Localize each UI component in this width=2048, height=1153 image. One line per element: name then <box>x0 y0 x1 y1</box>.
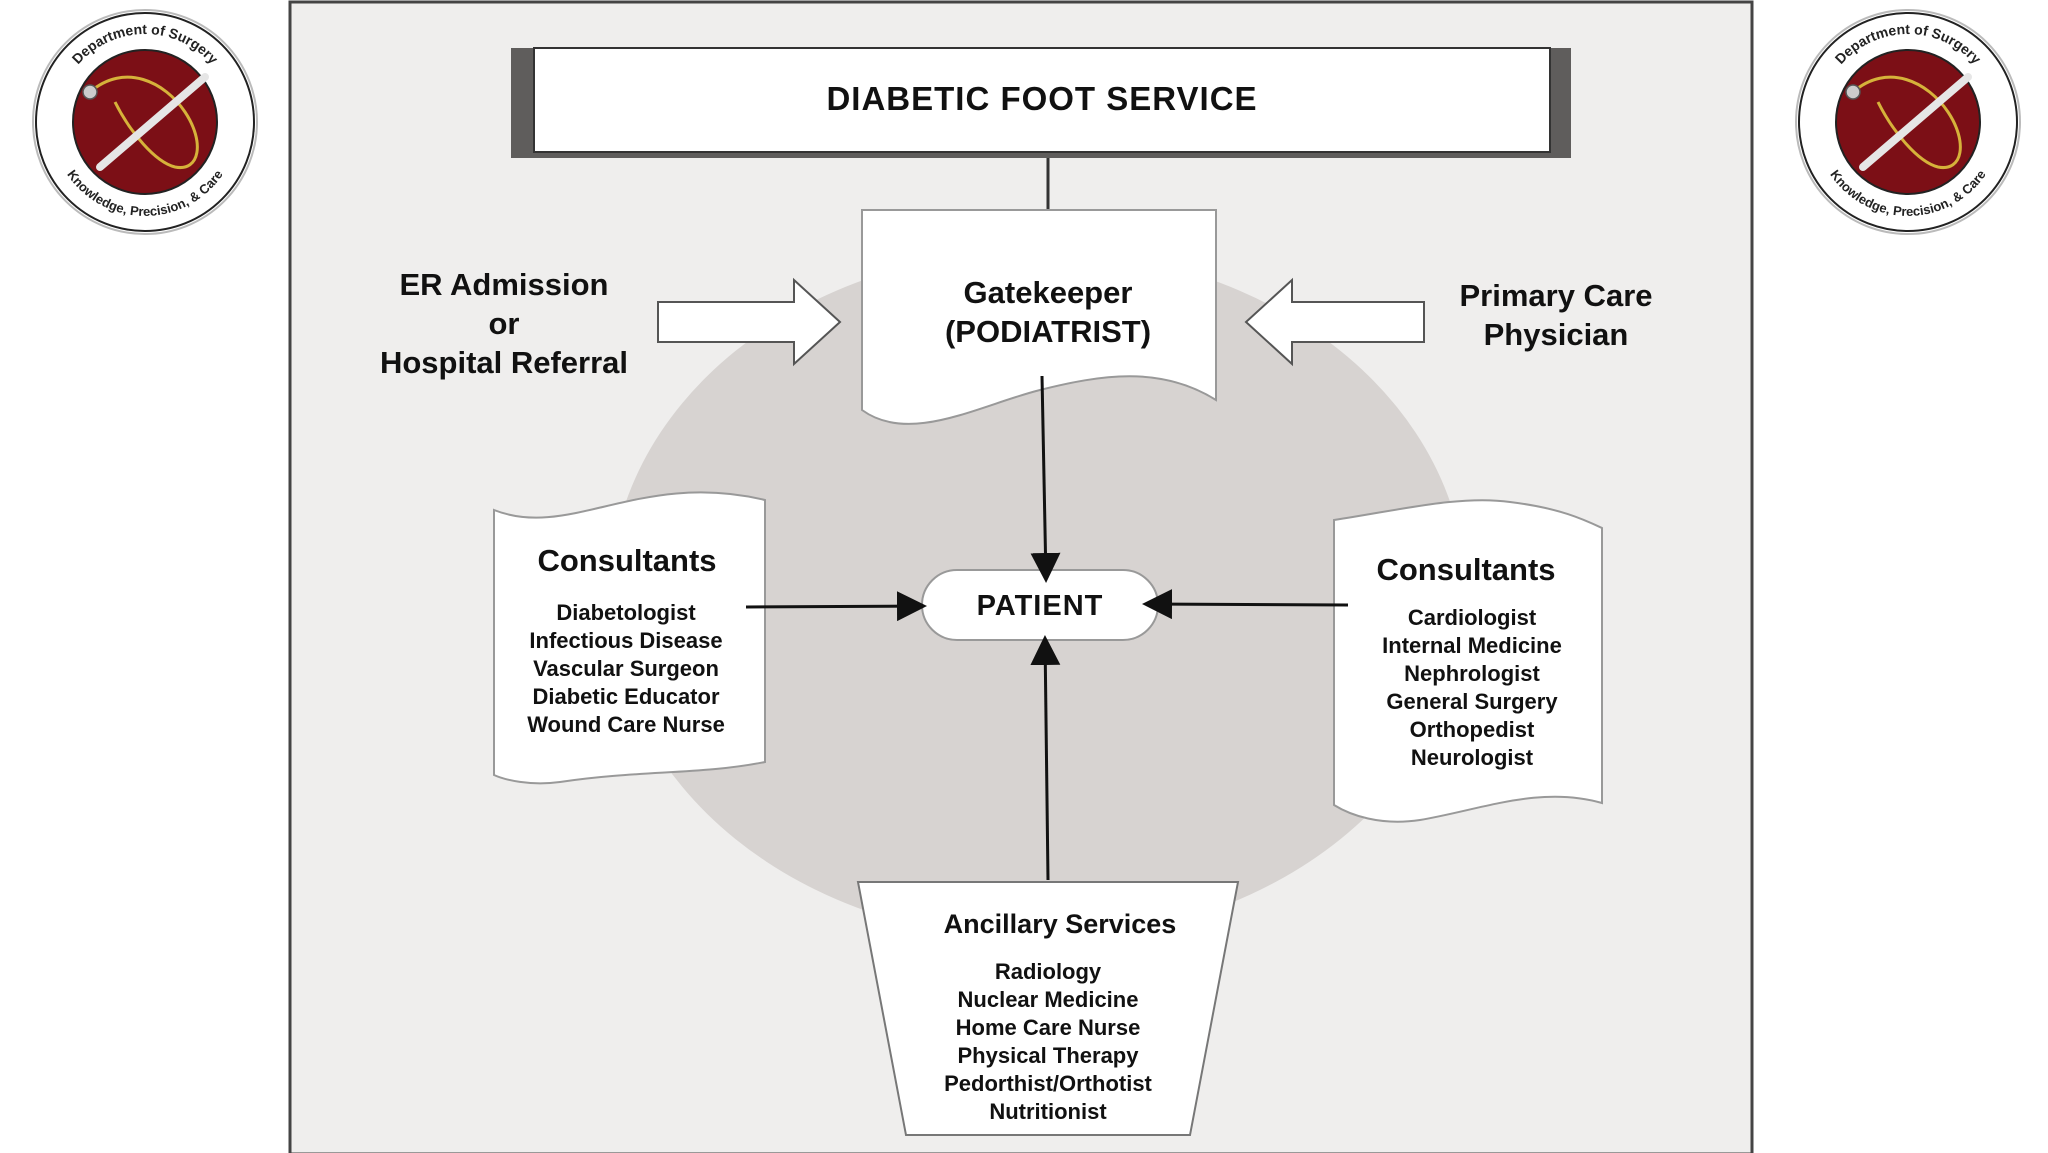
consultant-left-item: Diabetic Educator <box>532 684 719 709</box>
consultant-left-item: Wound Care Nurse <box>527 712 725 737</box>
primary-care-text: Primary Care <box>1459 278 1652 313</box>
consultants-left-heading: Consultants <box>537 543 716 578</box>
physician-text: Physician <box>1484 317 1629 352</box>
consultant-left-item: Diabetologist <box>556 600 696 625</box>
ancillary-to-patient-arrow <box>1030 635 1061 881</box>
consultant-right-item: General Surgery <box>1386 689 1558 714</box>
patient-label: PATIENT <box>977 590 1104 622</box>
consultant-right-item: Neurologist <box>1411 745 1534 770</box>
ancillary-item: Pedorthist/Orthotist <box>944 1071 1152 1096</box>
ancillary-item: Physical Therapy <box>958 1043 1140 1068</box>
right-consultants-to-patient-arrow <box>1142 589 1349 620</box>
gatekeeper-role: (PODIATRIST) <box>945 314 1151 349</box>
title-box: DIABETIC FOOT SERVICE <box>511 47 1571 158</box>
scalpel-icon <box>1859 73 1972 171</box>
stethoscope-icon <box>89 75 199 169</box>
consultant-right-item: Internal Medicine <box>1382 633 1562 658</box>
primary-care-arrow <box>1244 277 1425 367</box>
college-logo-right: Department of Surgery Knowledge, Precisi… <box>1795 9 2021 235</box>
ancillary-item: Home Care Nurse <box>956 1015 1141 1040</box>
ancillary-item: Radiology <box>995 959 1102 984</box>
ancillary-item: Nutritionist <box>989 1099 1107 1124</box>
scalpel-icon <box>96 73 209 171</box>
gatekeeper-box: Gatekeeper (PODIATRIST) <box>861 209 1217 425</box>
left-consultants-to-patient-arrow <box>745 591 927 622</box>
hospital-referral-text: Hospital Referral <box>380 345 628 380</box>
consultant-left-item: Infectious Disease <box>529 628 722 653</box>
ancillary-heading: Ancillary Services <box>944 909 1177 939</box>
ancillary-item: Nuclear Medicine <box>958 987 1139 1012</box>
consultant-right-item: Cardiologist <box>1408 605 1537 630</box>
diagram-title: DIABETIC FOOT SERVICE <box>826 80 1257 117</box>
patient-node: PATIENT <box>921 569 1159 641</box>
gatekeeper-to-patient-arrow <box>1030 375 1061 583</box>
er-or-text: or <box>489 306 520 341</box>
consultant-right-item: Nephrologist <box>1404 661 1540 686</box>
consultant-right-item: Orthopedist <box>1410 717 1535 742</box>
consultant-left-item: Vascular Surgeon <box>533 656 719 681</box>
gatekeeper-label: Gatekeeper <box>964 275 1133 310</box>
college-logo-left: Department of Surgery Knowledge, Precisi… <box>32 9 258 235</box>
consultants-right-heading: Consultants <box>1376 552 1555 587</box>
er-admission-text: ER Admission <box>400 267 609 302</box>
stethoscope-icon <box>1852 75 1962 169</box>
er-referral-arrow <box>657 277 842 367</box>
